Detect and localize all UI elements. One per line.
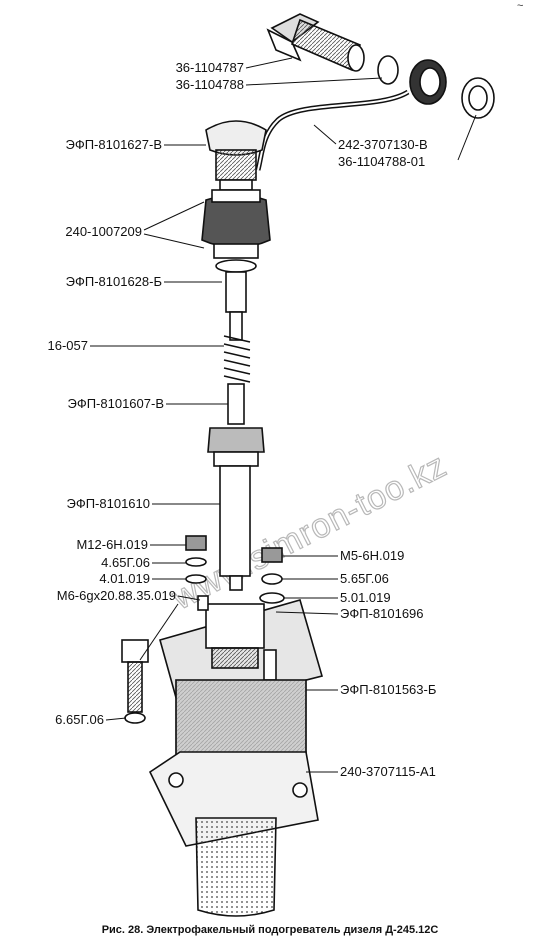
label-36-1104788: 36-1104788: [176, 77, 244, 92]
label-efp-8101607-v: ЭФП-8101607-В: [67, 396, 164, 411]
nut-m5: [261, 547, 283, 563]
leader-lines: [90, 57, 477, 773]
label-m5-6n-019: М5-6Н.019: [340, 548, 404, 563]
label-4-65g-06: 4.65Г.06: [101, 555, 150, 570]
heater-tube: [219, 465, 251, 577]
label-efp-8101563-b: ЭФП-8101563-Б: [340, 682, 436, 697]
label-36-1104788-01: 36-1104788-01: [338, 154, 425, 169]
label-efp-8101696: ЭФП-8101696: [340, 606, 424, 621]
label-16-057: 16-057: [48, 338, 88, 353]
nut-m12: [185, 535, 207, 551]
washer-5-65: [261, 573, 283, 585]
perforated-tip: [195, 817, 277, 917]
label-m6-6gx20-88-35-019: М6-6gх20.88.35.019: [57, 588, 176, 603]
bolt-m6: [121, 639, 149, 663]
hex-nut-middle: [207, 427, 265, 453]
label-240-1007209: 240-1007209: [65, 224, 142, 239]
valve-body: [201, 194, 271, 249]
label-efp-8101610: ЭФП-8101610: [66, 496, 150, 511]
washer-top-left: [377, 55, 399, 85]
label-240-3707115-a1: 240-3707115-А1: [340, 764, 436, 779]
label-242-3707130-v: 242-3707130-В: [338, 137, 428, 152]
label-m12-6n-019: М12-6Н.019: [76, 537, 148, 552]
label-36-1104787: 36-1104787: [176, 60, 244, 75]
part-labels: 36-1104787 36-1104788 ЭФП-8101627-В 242-…: [48, 60, 437, 779]
corner-mark: ~: [517, 0, 524, 12]
washer-5-01: [259, 592, 285, 604]
spring: [223, 335, 251, 383]
label-efp-8101628-b: ЭФП-8101628-Б: [66, 274, 162, 289]
label-6-65g-06: 6.65Г.06: [55, 712, 104, 727]
watermark: www.simron-too.kz: [165, 446, 452, 618]
washer-6-65: [124, 712, 146, 724]
label-5-01-019: 5.01.019: [340, 590, 391, 605]
banjo-bolt: [266, 13, 365, 72]
parts-art: [121, 13, 495, 917]
figure-caption: Рис. 28. Электрофакельный подогреватель …: [101, 924, 439, 936]
label-4-01-019: 4.01.019: [99, 571, 150, 586]
nipple: [225, 271, 247, 313]
washer-4-65: [185, 557, 207, 567]
label-efp-8101627-v: ЭФП-8101627-В: [65, 137, 162, 152]
label-5-65g-06: 5.65Г.06: [340, 571, 389, 586]
washer-4-01: [185, 574, 207, 584]
